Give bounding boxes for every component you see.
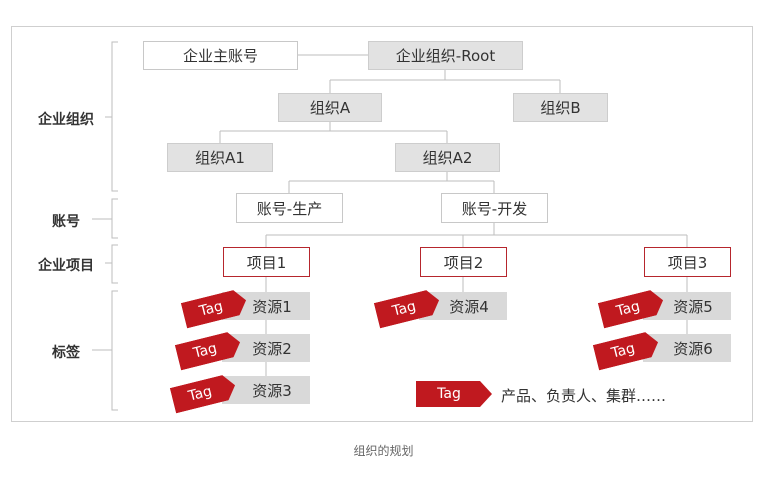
legend-text: 产品、负责人、集群…… (501, 387, 667, 405)
tag-resource-5: Tag (597, 288, 666, 329)
resource-3-node: 资源3 (222, 376, 310, 404)
org-a-node: 组织A (278, 93, 382, 122)
category-account: 账号 (52, 214, 80, 230)
tag-resource-6: Tag (592, 330, 661, 371)
tag-resource-4: Tag (373, 288, 442, 329)
category-tag: 标签 (52, 345, 80, 361)
legend-tag: Tag (416, 381, 492, 407)
tag-resource-2: Tag (174, 330, 243, 371)
figure-caption: 组织的规划 (353, 444, 414, 458)
org-a1-node: 组织A1 (167, 143, 273, 172)
main-account-node: 企业主账号 (143, 41, 298, 70)
tag-resource-1: Tag (180, 288, 249, 329)
category-org: 企业组织 (38, 112, 94, 128)
project-2-node: 项目2 (420, 247, 507, 277)
tag-resource-3: Tag (169, 373, 238, 414)
legend-tag-label: Tag (437, 386, 461, 402)
resource-6-node: 资源6 (643, 334, 731, 362)
diagram-frame (11, 26, 753, 422)
category-project: 企业项目 (38, 258, 94, 274)
project-1-node: 项目1 (223, 247, 310, 277)
root-org-node: 企业组织-Root (368, 41, 523, 70)
project-3-node: 项目3 (644, 247, 731, 277)
account-prod-node: 账号-生产 (236, 193, 343, 223)
account-dev-node: 账号-开发 (441, 193, 548, 223)
org-b-node: 组织B (513, 93, 608, 122)
org-a2-node: 组织A2 (395, 143, 500, 172)
